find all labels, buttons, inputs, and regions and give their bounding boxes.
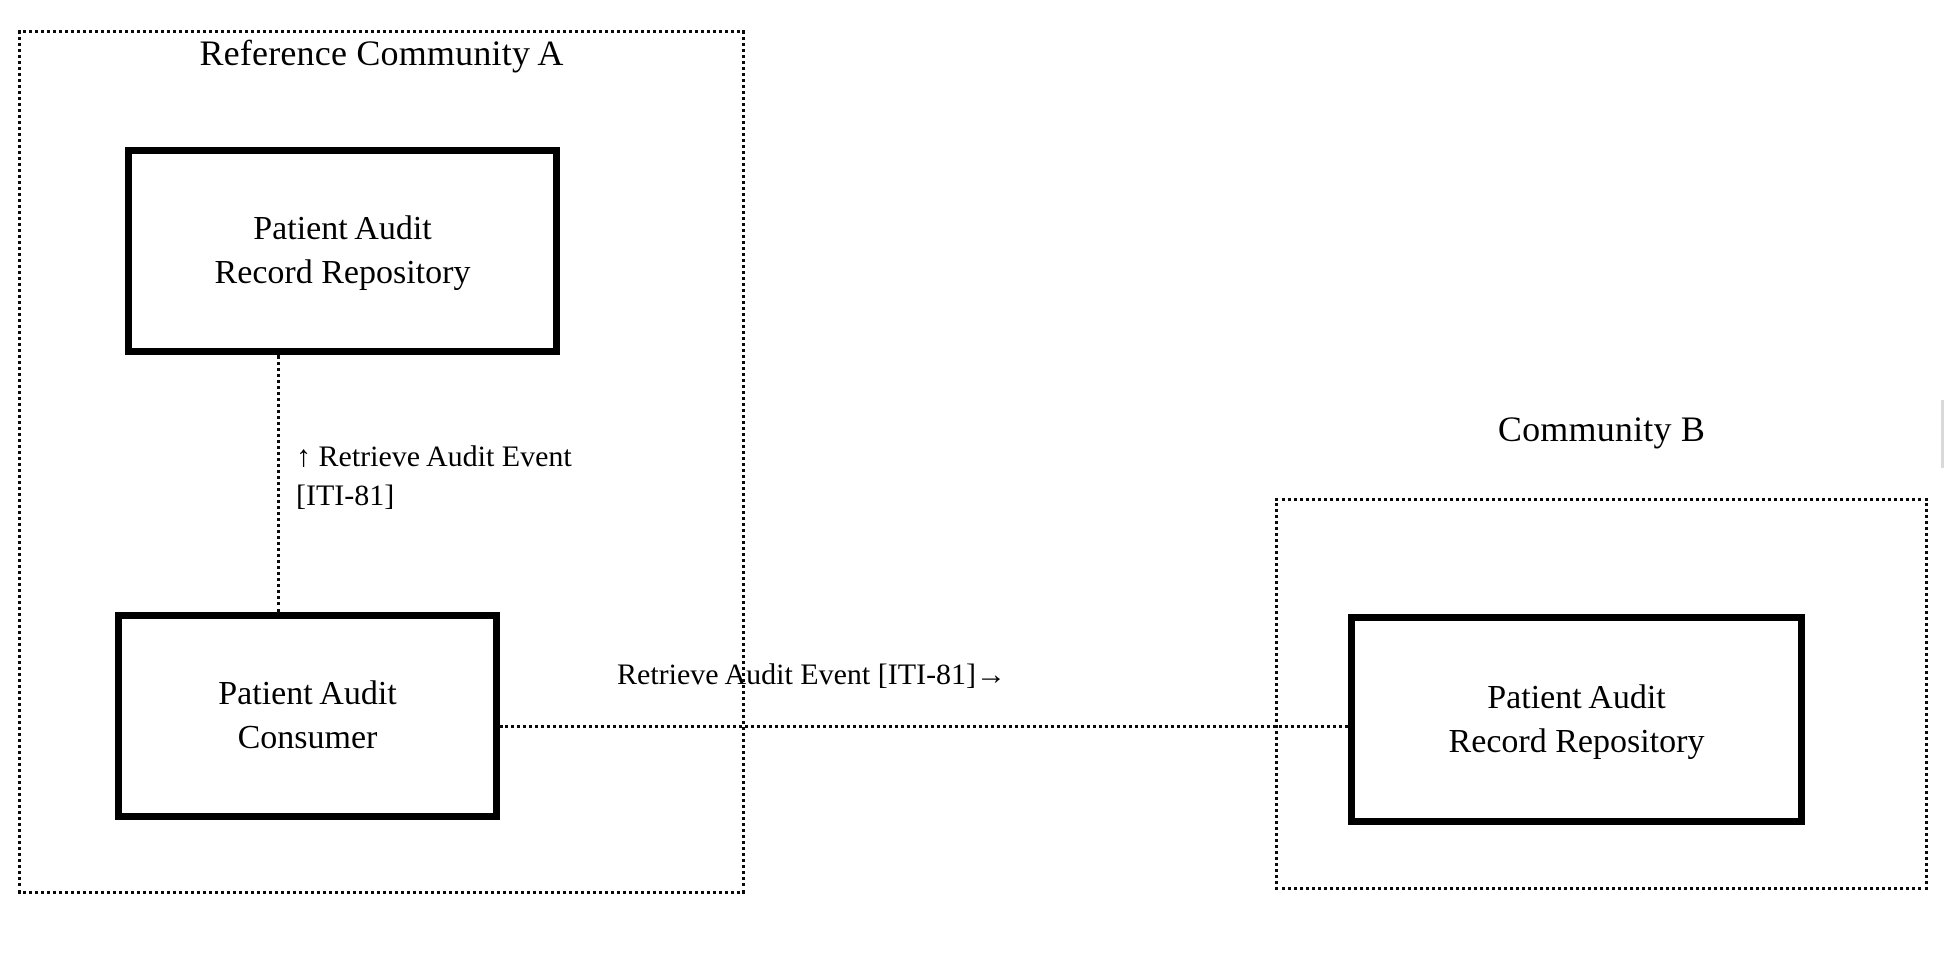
actor-box-patient-audit-record-repository-b[interactable]: Patient Audit Record Repository bbox=[1348, 614, 1805, 825]
connector-label-retrieve-audit-event-internal: ↑ Retrieve Audit Event [ITI-81] bbox=[296, 440, 572, 512]
actor-label-patient-audit-consumer: Patient Audit Consumer bbox=[218, 675, 397, 756]
connector-retrieve-audit-event-cross-community[interactable] bbox=[500, 725, 1348, 728]
community-reference-community-a bbox=[18, 30, 745, 894]
community-community-b-title: Community B bbox=[1497, 409, 1706, 449]
actor-box-patient-audit-record-repository-a[interactable]: Patient Audit Record Repository bbox=[125, 147, 560, 355]
page-edge-artifact bbox=[1941, 400, 1944, 468]
actor-label-patient-audit-record-repository-b: Patient Audit Record Repository bbox=[1448, 678, 1705, 760]
connector-label-retrieve-audit-event-cross-community: Retrieve Audit Event [ITI-81]→ bbox=[617, 658, 1007, 691]
community-community-b bbox=[1275, 498, 1928, 890]
connector-retrieve-audit-event-internal[interactable] bbox=[277, 355, 280, 613]
actor-label-patient-audit-record-repository-a: Patient Audit Record Repository bbox=[214, 210, 471, 291]
actor-box-patient-audit-consumer[interactable]: Patient Audit Consumer bbox=[115, 612, 500, 820]
community-reference-community-a-title: Reference Community A bbox=[199, 33, 564, 73]
